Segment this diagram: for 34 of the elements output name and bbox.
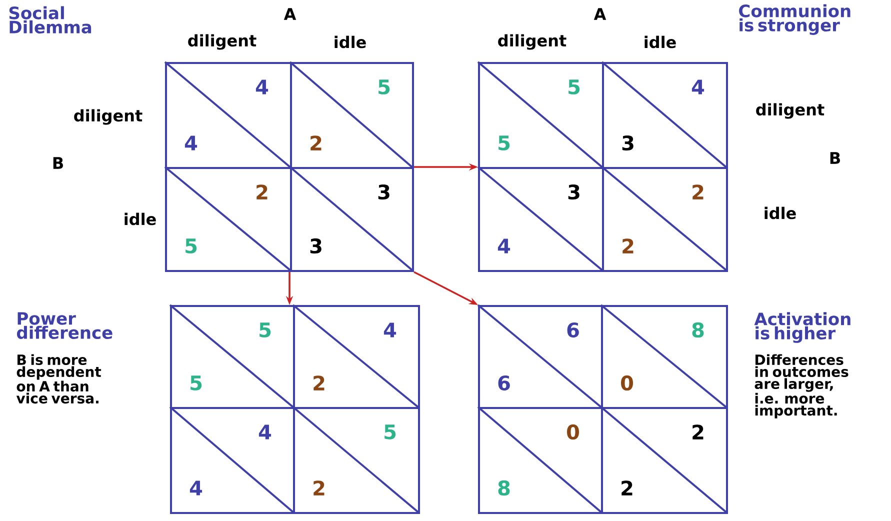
payoff-cell: 2 5 <box>164 166 292 272</box>
payoff-cell: 4 4 <box>169 406 295 514</box>
axis-label: diligent <box>498 34 566 50</box>
payoff-cell: 2 2 <box>601 166 728 272</box>
diagram-title: Social Dilemma <box>9 6 92 34</box>
payoff-cell: 4 4 <box>164 61 292 169</box>
payoff-cell: 8 0 <box>600 304 728 409</box>
payoff-cell: 2 2 <box>600 406 728 514</box>
matrix-title: Communion is stronger <box>739 4 850 35</box>
axis-label: A <box>284 8 296 20</box>
axis-label: diligent <box>756 103 824 119</box>
payoff-cell: 4 2 <box>292 304 420 409</box>
axis-label: idle <box>124 212 156 226</box>
matrix-note: Differences in outcomes are larger, i.e. more important. <box>754 354 848 418</box>
matrix-title: Activation is higher <box>754 312 850 343</box>
axis-label: B <box>53 157 63 169</box>
axis-label: A <box>594 8 606 20</box>
axis-label: diligent <box>74 109 142 125</box>
payoff-cell: 5 2 <box>289 61 414 169</box>
axis-label: idle <box>334 36 366 48</box>
matrix-note: B is more dependent on A than vice versa. <box>16 354 102 404</box>
payoff-cell: 6 6 <box>477 304 603 409</box>
payoff-cell: 5 2 <box>292 406 420 514</box>
payoff-cell: 0 8 <box>477 406 603 514</box>
axis-label: idle <box>764 206 796 220</box>
payoff-cell: 3 4 <box>477 166 604 272</box>
payoff-cell: 4 3 <box>601 61 728 169</box>
matrix-title: Power difference <box>16 312 112 339</box>
axis-label: B <box>830 152 840 164</box>
payoff-cell: 5 5 <box>477 61 604 169</box>
payoff-cell: 5 5 <box>169 304 295 409</box>
axis-label: idle <box>644 36 676 48</box>
axis-label: diligent <box>188 34 256 50</box>
payoff-cell: 3 3 <box>289 166 414 272</box>
